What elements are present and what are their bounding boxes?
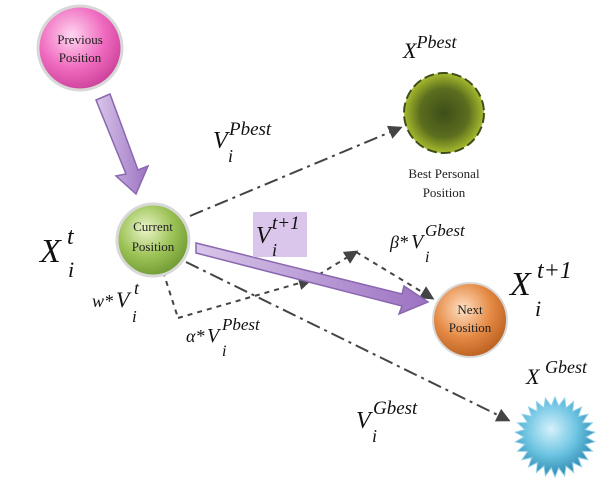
current-line2: Position	[132, 239, 175, 254]
node-previous-position: Previous Position	[36, 4, 124, 92]
node-global-best	[513, 395, 597, 479]
svg-text:XPbest: XPbest	[402, 32, 457, 63]
svg-text:i: i	[425, 249, 429, 266]
svg-text:Gbest: Gbest	[425, 221, 466, 240]
label-x-gbest: X Gbest	[525, 357, 588, 389]
svg-text:w*: w*	[92, 291, 113, 311]
svg-text:β*: β*	[389, 232, 408, 252]
pbest-caption-line2: Position	[423, 185, 466, 200]
vector-alpha-v	[177, 276, 313, 319]
node-best-personal	[403, 72, 485, 154]
svg-text:i: i	[68, 257, 74, 282]
node-next-position: Next Position	[432, 282, 508, 358]
svg-text:V: V	[411, 231, 426, 253]
arrow-current-to-next	[195, 242, 430, 316]
svg-text:i: i	[228, 146, 233, 166]
svg-text:Pbest: Pbest	[228, 119, 272, 140]
svg-text:t+1: t+1	[272, 213, 300, 234]
label-x-i-t: X t i	[38, 224, 75, 282]
svg-text:t: t	[67, 224, 75, 250]
label-v-gbest: V Gbest i	[356, 398, 418, 446]
dashed-vectors	[159, 125, 511, 422]
svg-text:i: i	[372, 426, 377, 446]
svg-text:V: V	[207, 325, 222, 347]
label-v-pbest: V Pbest i	[213, 119, 272, 166]
previous-line1: Previous	[57, 32, 103, 47]
svg-text:Gbest: Gbest	[373, 398, 418, 419]
svg-text:t: t	[134, 278, 140, 298]
label-x-pbest: XPbest	[402, 32, 457, 63]
next-line2: Position	[449, 320, 492, 335]
vector-beta-v-b	[355, 251, 435, 300]
svg-text:Pbest: Pbest	[221, 315, 261, 334]
label-v-t1: V t+1 i	[256, 213, 300, 260]
label-beta-v: β* V Gbest i	[389, 221, 466, 266]
svg-text:X: X	[508, 266, 532, 303]
svg-text:i: i	[132, 307, 137, 326]
svg-text:V: V	[256, 223, 273, 249]
arrow-previous-to-current	[95, 92, 150, 196]
velocity-highlight-box	[253, 212, 307, 257]
svg-text:X: X	[38, 233, 62, 270]
svg-text:V: V	[116, 287, 132, 312]
svg-text:α*: α*	[186, 326, 204, 346]
current-line1: Current	[133, 219, 173, 234]
label-w-vt: w* V t i	[92, 278, 140, 326]
label-x-i-t1: X t+1 i	[508, 258, 572, 321]
vector-beta-v-a	[309, 250, 359, 281]
svg-text:i: i	[272, 240, 277, 260]
svg-text:t+1: t+1	[537, 258, 572, 284]
next-line1: Next	[457, 302, 483, 317]
svg-text:i: i	[535, 296, 541, 321]
pbest-caption-line1: Best Personal	[408, 166, 480, 181]
svg-text:X: X	[525, 364, 541, 389]
vector-current-to-pbest	[189, 125, 403, 217]
vector-current-to-gbest	[185, 261, 511, 422]
label-alpha-v: α* V Pbest i	[186, 315, 261, 360]
svg-text:V: V	[213, 128, 230, 154]
node-current-position: Current Position	[115, 202, 191, 278]
svg-text:V: V	[356, 408, 373, 434]
svg-text:Gbest: Gbest	[545, 357, 588, 377]
svg-text:i: i	[222, 343, 226, 360]
previous-line2: Position	[59, 50, 102, 65]
